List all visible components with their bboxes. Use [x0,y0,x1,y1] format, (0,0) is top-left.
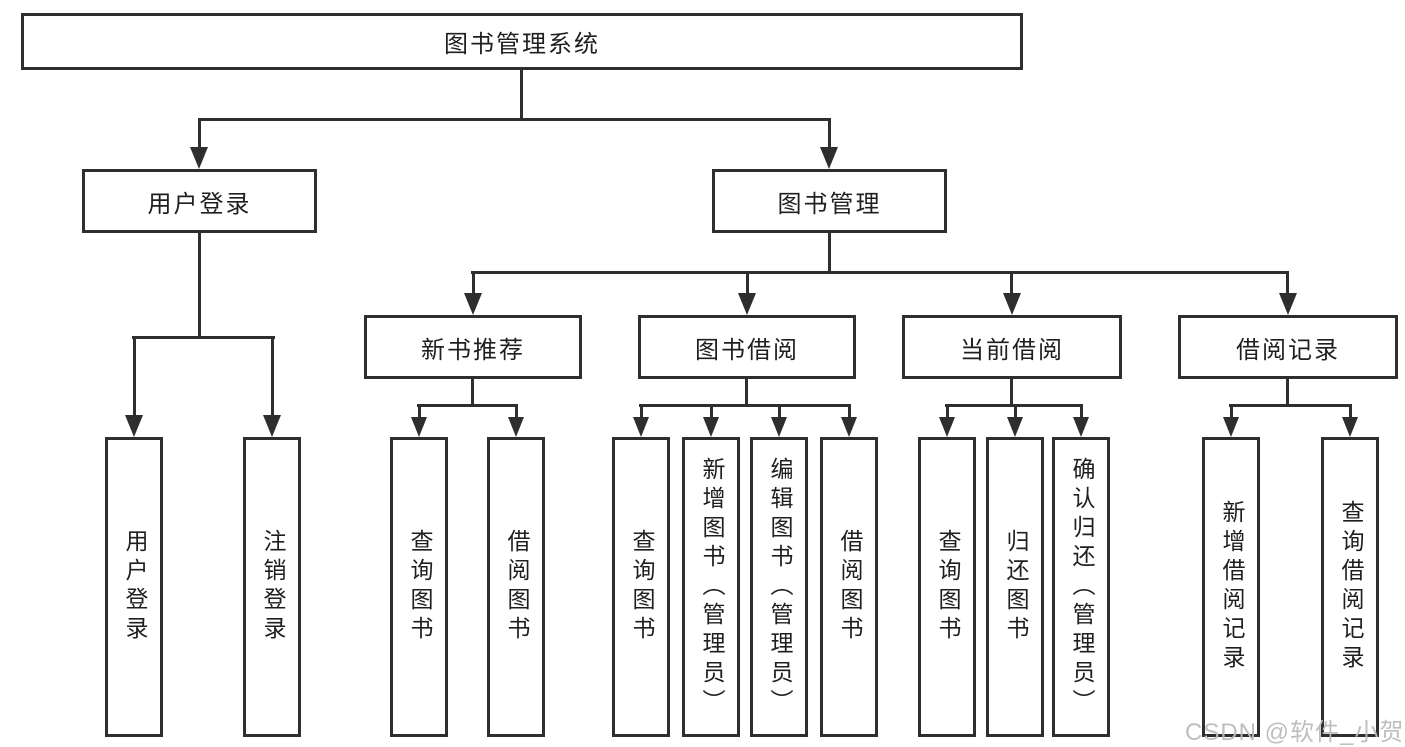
connector-arrow-stem [198,118,201,150]
connector-arrow-stem [1349,404,1352,418]
node-label: 图书借阅 [695,336,799,364]
connector-arrow-stem [946,404,949,418]
arrow-head [939,417,955,437]
node-label: 新书推荐 [421,336,525,364]
node-book-borrow: 图书借阅 [638,315,856,379]
arrow-head [633,417,649,437]
connector-login-bar [132,336,275,339]
node-label: 图书管理系统 [444,31,600,58]
node-new-book-recommend: 新书推荐 [364,315,582,379]
arrow-head [1003,293,1021,315]
connector-bar [417,404,518,407]
arrow-head [464,293,482,315]
leaf-return-books: 归还图书 [986,437,1044,737]
connector-root-stem [520,70,523,120]
arrow-head [125,415,143,437]
leaf-borrow-books-recommend: 借阅图书 [487,437,545,737]
connector-arrow-stem [828,118,831,150]
connector-arrow-stem [1014,404,1017,418]
node-user-login: 用户登录 [82,169,317,233]
leaf-confirm-return-admin: 确认归还（管理员） [1052,437,1110,737]
node-label: 用户登录 [147,190,252,218]
connector-stem [471,379,474,407]
connector-arrow-stem [746,271,749,295]
node-current-borrow: 当前借阅 [902,315,1122,379]
leaf-borrow-books: 借阅图书 [820,437,878,737]
connector-stem [1010,379,1013,407]
connector-arrow-stem [710,404,713,418]
connector-arrow-stem [1230,404,1233,418]
connector-arrow-stem [778,404,781,418]
leaf-edit-book-admin: 编辑图书（管理员） [750,437,808,737]
node-book-management: 图书管理 [712,169,947,233]
connector-arrow-stem [1286,271,1289,295]
node-label: 图书管理 [777,190,882,218]
leaf-query-borrow-record: 查询借阅记录 [1321,437,1379,737]
connector-stem [745,379,748,407]
arrow-head [771,417,787,437]
leaf-user-login: 用户登录 [105,437,163,737]
connector-level2-bar [198,118,831,121]
node-label: 当前借阅 [960,336,1064,364]
connector-bar [639,404,851,407]
connector-arrow-stem [271,336,274,416]
connector-stem [1286,379,1289,407]
connector-arrow-stem [1010,271,1013,295]
leaf-query-books-recommend: 查询图书 [390,437,448,737]
arrow-head [841,417,857,437]
connector-arrow-stem [472,271,475,295]
connector-arrow-stem [133,336,136,416]
arrow-head [411,417,427,437]
arrow-head [1223,417,1239,437]
connector-bar [1229,404,1352,407]
leaf-add-borrow-record: 新增借阅记录 [1202,437,1260,737]
connector-mgmt-stem [828,233,831,274]
arrow-head [738,293,756,315]
csdn-watermark: CSDN @软件_小贺同学 [1185,719,1405,746]
arrow-head [508,417,524,437]
arrow-head [1279,293,1297,315]
arrow-head [703,417,719,437]
node-label: 借阅记录 [1236,336,1340,364]
connector-arrow-stem [418,404,421,418]
leaf-query-books-borrow: 查询图书 [612,437,670,737]
connector-arrow-stem [640,404,643,418]
connector-arrow-stem [848,404,851,418]
arrow-head [190,147,208,169]
node-root-library-system: 图书管理系统 [21,13,1023,70]
arrow-head [1007,417,1023,437]
connector-arrow-stem [515,404,518,418]
leaf-add-book-admin: 新增图书（管理员） [682,437,740,737]
leaf-logout: 注销登录 [243,437,301,737]
arrow-head [1342,417,1358,437]
arrow-head [263,415,281,437]
node-borrow-records: 借阅记录 [1178,315,1398,379]
arrow-head [1073,417,1089,437]
connector-arrow-stem [1080,404,1083,418]
leaf-query-books-current: 查询图书 [918,437,976,737]
connector-login-stem [198,233,201,339]
connector-level3-bar [471,271,1289,274]
arrow-head [820,147,838,169]
